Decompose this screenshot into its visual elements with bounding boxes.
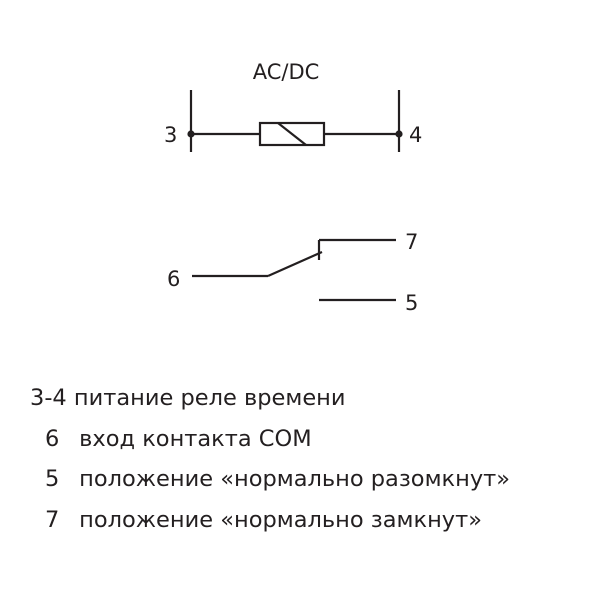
coil-winding-mark <box>277 122 307 146</box>
terminal-3-node <box>187 130 195 138</box>
no-terminal-label: 5 <box>405 291 418 315</box>
terminal-3-label: 3 <box>164 123 177 147</box>
nc-terminal-label: 7 <box>405 230 418 254</box>
terminal-4-label: 4 <box>409 123 422 147</box>
com-terminal-label: 6 <box>167 267 180 291</box>
supply-type-label: AC/DC <box>253 60 320 84</box>
switch-blade <box>267 250 323 278</box>
terminal-4-node <box>395 130 403 138</box>
